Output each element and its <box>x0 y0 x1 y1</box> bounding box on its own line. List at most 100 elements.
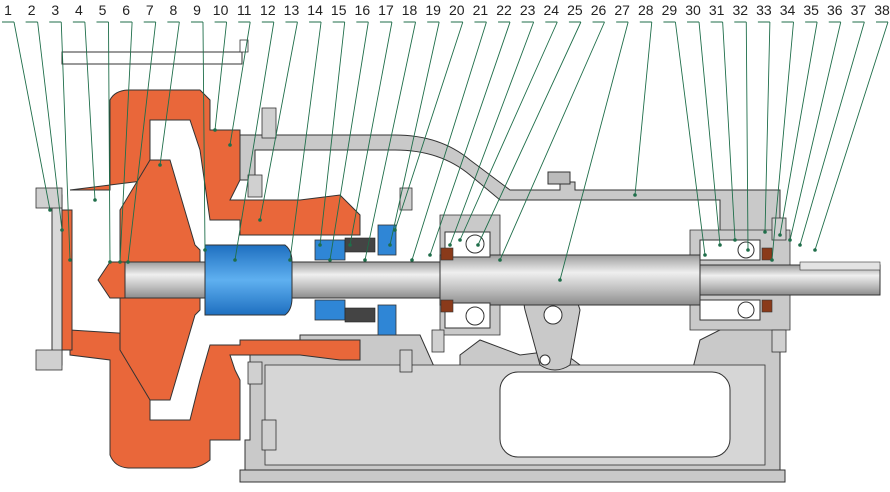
leader-line-29 <box>663 21 706 256</box>
leader-dots <box>48 128 817 282</box>
leader-line-1 <box>2 21 51 211</box>
leader-dot-28 <box>633 193 637 197</box>
part-label-35: 35 <box>803 2 819 18</box>
leader-dot-1 <box>48 208 52 212</box>
leader-dot-10 <box>213 128 217 132</box>
part-label-23: 23 <box>520 2 536 18</box>
part-label-16: 16 <box>355 2 371 18</box>
leader-dot-19 <box>388 243 392 247</box>
part-label-12: 12 <box>260 2 276 18</box>
leader-dot-37 <box>798 243 802 247</box>
leader-line-25 <box>477 21 582 246</box>
leader-dot-27 <box>558 278 562 282</box>
leader-dot-35 <box>778 233 782 237</box>
leader-line-3 <box>49 21 71 261</box>
leader-line-24 <box>459 21 558 241</box>
part-label-21: 21 <box>473 2 489 18</box>
leader-dot-25 <box>476 243 480 247</box>
leader-line-21 <box>411 21 487 261</box>
leader-dot-29 <box>703 253 707 257</box>
leader-line-36 <box>789 21 842 241</box>
bolts <box>35 107 787 451</box>
leader-line-19 <box>389 21 440 246</box>
leader-line-20 <box>394 21 464 231</box>
leader-line-27 <box>559 21 629 281</box>
outboard-bearing <box>699 239 773 321</box>
leader-line-35 <box>779 21 818 236</box>
leader-line-37 <box>799 21 865 246</box>
leader-line-30 <box>687 21 721 246</box>
part-label-37: 37 <box>851 2 867 18</box>
part-label-7: 7 <box>146 2 154 18</box>
leader-dot-7 <box>126 260 130 264</box>
leader-dot-5 <box>108 260 112 264</box>
leader-line-33 <box>757 21 771 233</box>
leader-dot-24 <box>458 238 462 242</box>
leader-dot-11 <box>228 143 232 147</box>
part-label-38: 38 <box>874 2 890 18</box>
leader-dot-23 <box>448 243 452 247</box>
part-label-19: 19 <box>425 2 441 18</box>
part-label-13: 13 <box>284 2 300 18</box>
leader-line-34 <box>771 21 794 261</box>
leader-dot-22 <box>428 253 432 257</box>
part-label-20: 20 <box>449 2 465 18</box>
shaft <box>97 254 881 306</box>
part-label-36: 36 <box>827 2 843 18</box>
leader-line-7 <box>127 21 157 263</box>
part-label-1: 1 <box>4 2 12 18</box>
leader-line-28 <box>634 21 653 196</box>
part-label-9: 9 <box>193 2 201 18</box>
leader-dot-26 <box>498 258 502 262</box>
leader-line-9 <box>190 21 206 251</box>
leader-dot-14 <box>288 258 292 262</box>
part-label-33: 33 <box>756 2 772 18</box>
leader-dot-33 <box>763 230 767 234</box>
leader-line-2 <box>25 21 63 231</box>
leader-dot-18 <box>363 258 367 262</box>
part-label-10: 10 <box>213 2 229 18</box>
leader-dot-36 <box>788 238 792 242</box>
leader-dot-34 <box>770 258 774 262</box>
leader-line-5 <box>96 21 111 263</box>
leader-dot-20 <box>393 228 397 232</box>
leader-dot-12 <box>233 258 237 262</box>
leader-dot-8 <box>158 163 162 167</box>
leader-dot-38 <box>813 248 817 252</box>
leader-line-17 <box>349 21 393 246</box>
leader-line-14 <box>289 21 322 261</box>
leader-line-8 <box>159 21 180 166</box>
part-label-31: 31 <box>709 2 725 18</box>
part-label-27: 27 <box>614 2 630 18</box>
part-label-3: 3 <box>51 2 59 18</box>
leader-dot-9 <box>203 248 207 252</box>
leader-line-22 <box>429 21 511 256</box>
part-label-15: 15 <box>331 2 347 18</box>
leader-lines <box>2 21 889 281</box>
part-label-25: 25 <box>567 2 583 18</box>
leader-line-18 <box>364 21 417 261</box>
part-label-28: 28 <box>638 2 654 18</box>
leader-line-38 <box>814 21 889 251</box>
leader-line-26 <box>499 21 605 261</box>
leader-dot-2 <box>60 228 64 232</box>
part-label-4: 4 <box>75 2 83 18</box>
leader-line-16 <box>329 21 369 261</box>
leader-line-10 <box>214 21 228 131</box>
leader-dot-21 <box>410 258 414 262</box>
leader-dot-16 <box>328 258 332 262</box>
part-label-34: 34 <box>780 2 796 18</box>
part-label-18: 18 <box>402 2 418 18</box>
part-label-14: 14 <box>307 2 323 18</box>
leader-line-23 <box>449 21 535 246</box>
part-label-11: 11 <box>237 2 252 18</box>
part-label-32: 32 <box>732 2 748 18</box>
part-label-22: 22 <box>496 2 512 18</box>
part-label-6: 6 <box>122 2 130 18</box>
leader-line-13 <box>259 21 298 221</box>
leader-dot-32 <box>746 248 750 252</box>
leader-line-11 <box>229 21 251 146</box>
part-label-29: 29 <box>662 2 678 18</box>
leader-dot-13 <box>258 218 262 222</box>
